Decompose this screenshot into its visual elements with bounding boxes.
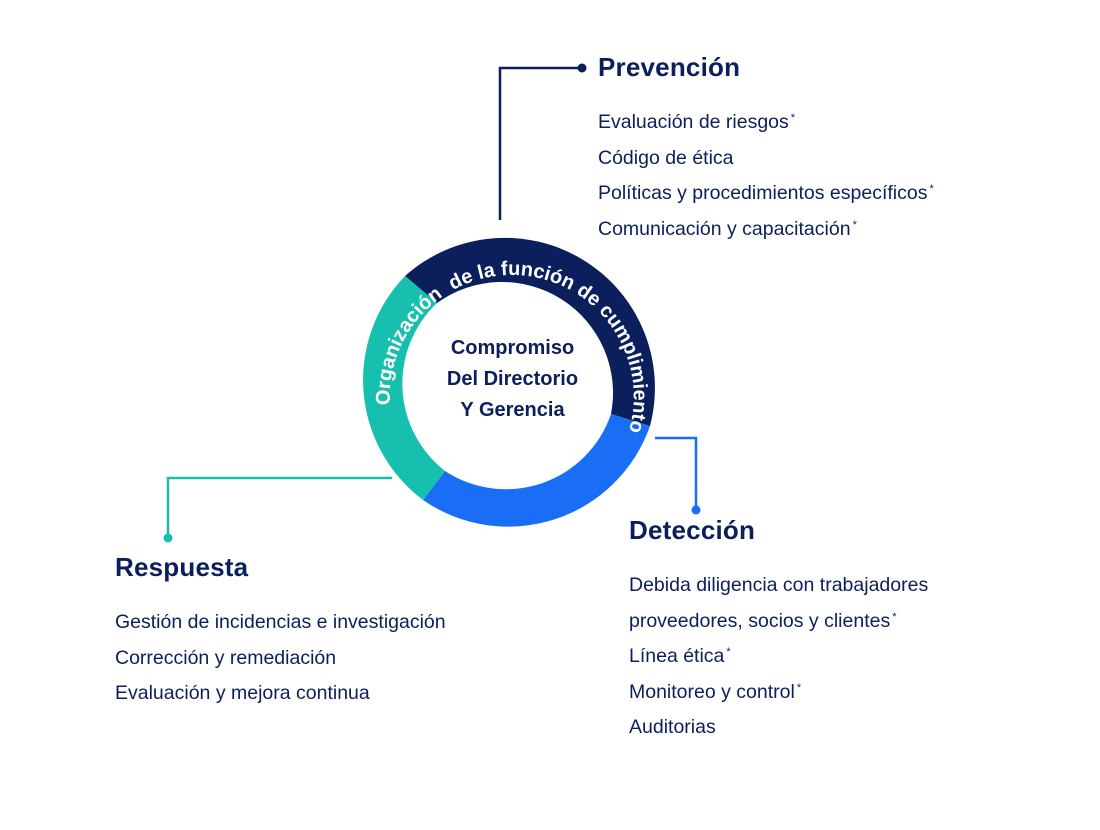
prevencion-list: Evaluación de riesgos* Código de ética P… <box>598 103 934 245</box>
asterisk-mark: * <box>929 183 934 195</box>
list-item: Comunicación y capacitación* <box>598 217 857 240</box>
connector-prevencion <box>498 63 587 220</box>
deteccion-title: Detección <box>629 515 756 545</box>
list-item: Políticas y procedimientos específicos* <box>598 182 934 204</box>
ring-segment-prevencion <box>405 237 655 426</box>
ring-segment-deteccion <box>423 414 650 527</box>
list-item: Gestión de incidencias e investigación <box>115 611 446 633</box>
list-item: Auditorias <box>629 716 716 738</box>
center-line: Del Directorio <box>446 368 579 390</box>
center-line: Y Gerencia <box>460 399 565 421</box>
asterisk-mark: * <box>852 218 857 231</box>
list-item: Monitoreo y control* <box>629 680 802 703</box>
respuesta-title: Respuesta <box>115 552 249 582</box>
prevencion-block: Prevención Evaluación de riesgos* Código… <box>598 52 934 245</box>
center-commitment: Compromiso Del Directorio Y Gerencia <box>405 333 620 426</box>
asterisk-mark: * <box>790 112 796 124</box>
asterisk-mark: * <box>892 610 897 623</box>
asterisk-mark: * <box>726 646 731 658</box>
center-line: Compromiso <box>450 337 575 359</box>
list-item: Evaluación de riesgos* <box>598 111 796 133</box>
deteccion-block: Detección Debida diligencia con trabajad… <box>629 515 930 744</box>
list-item: Corrección y remediación <box>115 646 337 669</box>
list-item: Debida diligencia con trabajadores <box>629 574 929 596</box>
connector-deteccion <box>655 436 701 515</box>
prevencion-title: Prevención <box>598 52 741 82</box>
respuesta-block: Respuesta Gestión de incidencias e inves… <box>115 552 448 710</box>
list-item: Evaluación y mejora continua <box>115 682 370 704</box>
list-item: Línea ética* <box>629 645 731 667</box>
list-item: Código de ética <box>598 146 734 169</box>
connector-respuesta <box>163 476 392 543</box>
ring-segment-respuesta <box>363 276 445 500</box>
asterisk-mark: * <box>796 681 802 694</box>
deteccion-list: Debida diligencia con trabajadores prove… <box>629 566 930 744</box>
respuesta-list: Gestión de incidencias e investigación C… <box>115 603 448 710</box>
list-item: proveedores, socios y clientes* <box>629 609 897 632</box>
